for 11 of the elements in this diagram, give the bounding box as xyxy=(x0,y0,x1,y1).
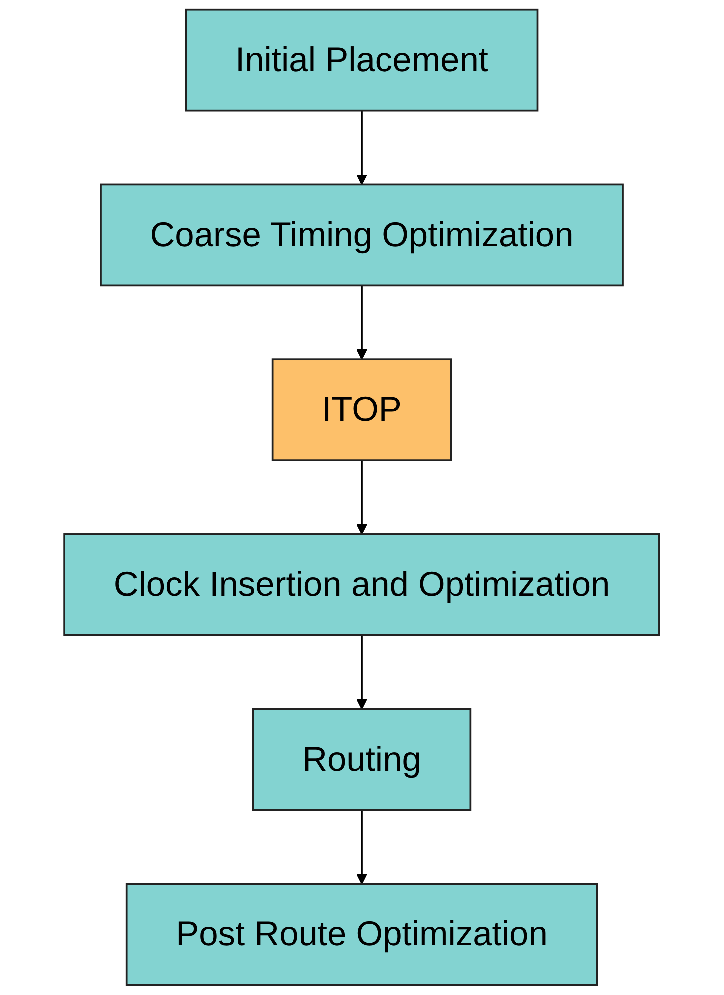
arrow xyxy=(356,635,368,710)
node-box: Post Route Optimization xyxy=(126,883,598,986)
arrow xyxy=(356,286,368,360)
node-box: Coarse Timing Optimization xyxy=(100,184,624,287)
arrow xyxy=(356,810,368,885)
node-box: Routing xyxy=(252,708,472,812)
node-box: Initial Placement xyxy=(185,8,539,112)
arrow xyxy=(356,460,368,535)
node-box: Clock Insertion and Optimization xyxy=(64,534,660,636)
arrow xyxy=(356,110,368,186)
node-box: ITOP xyxy=(272,358,452,462)
